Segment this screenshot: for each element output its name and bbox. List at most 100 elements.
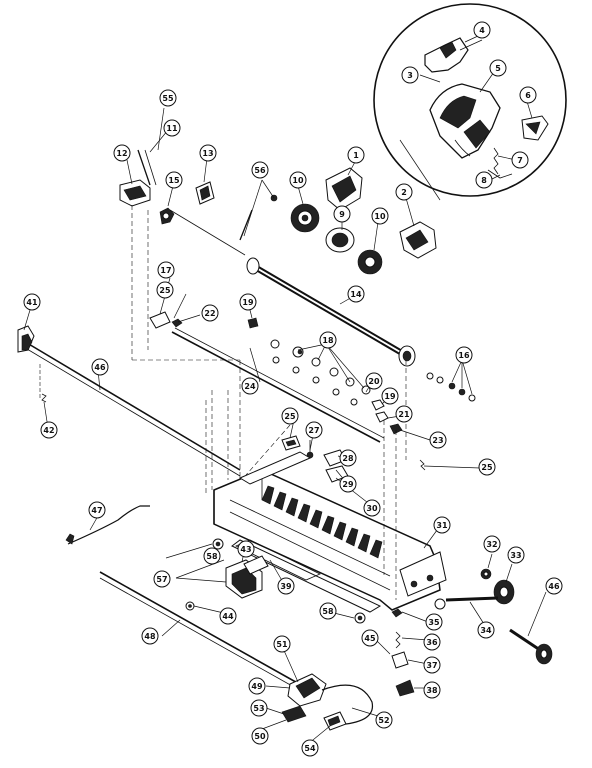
part-callout-52: 52 — [375, 711, 393, 729]
callout-circle — [163, 119, 181, 137]
callout-label: 10 — [374, 212, 386, 221]
callout-circle — [159, 89, 177, 107]
callout-circle — [219, 607, 237, 625]
part-callout-25: 25 — [478, 458, 496, 476]
callout-label: 13 — [202, 149, 213, 158]
callout-circle — [371, 207, 389, 225]
left-shafts — [17, 309, 241, 545]
part-callout-21: 21 — [395, 405, 413, 423]
main-frame — [213, 451, 447, 613]
part-callout-7: 7 — [511, 151, 529, 169]
callout-circle — [305, 421, 323, 439]
callout-circle — [455, 346, 473, 364]
callout-label: 46 — [94, 363, 106, 372]
callout-label: 11 — [166, 124, 178, 133]
callout-label: 56 — [254, 166, 266, 175]
part-callout-29: 29 — [339, 475, 357, 493]
callout-label: 19 — [384, 392, 396, 401]
part-callout-53: 53 — [250, 699, 268, 717]
callout-circle — [203, 547, 221, 565]
callout-circle — [347, 285, 365, 303]
middle-small-parts — [149, 277, 481, 600]
callout-circle — [319, 331, 337, 349]
callout-circle — [113, 144, 131, 162]
callout-circle — [250, 699, 268, 717]
callout-circle — [363, 499, 381, 517]
callout-circle — [473, 21, 491, 39]
callout-label: 2 — [401, 188, 407, 197]
callout-label: 44 — [222, 612, 234, 621]
callout-circle — [333, 205, 351, 223]
part-callout-13: 13 — [199, 144, 217, 162]
part-callout-25: 25 — [281, 407, 299, 425]
callout-label: 24 — [244, 382, 256, 391]
callout-circle — [251, 161, 269, 179]
part-callout-41: 41 — [23, 293, 41, 311]
part-callout-11: 11 — [163, 119, 181, 137]
part-callout-31: 31 — [433, 516, 451, 534]
callout-label: 38 — [426, 686, 438, 695]
part-callout-19: 19 — [381, 387, 399, 405]
callout-circle — [273, 635, 291, 653]
callout-circle — [381, 387, 399, 405]
callout-circle — [141, 627, 159, 645]
part-callout-36: 36 — [423, 633, 441, 651]
callout-circle — [425, 613, 443, 631]
callout-circle — [423, 656, 441, 674]
part-callout-5: 5 — [489, 59, 507, 77]
part-callout-16: 16 — [455, 346, 473, 364]
callout-circle — [239, 293, 257, 311]
callout-label: 45 — [364, 634, 376, 643]
callout-circle — [91, 358, 109, 376]
callout-label: 22 — [204, 309, 215, 318]
callout-circle — [201, 304, 219, 322]
callout-label: 16 — [458, 351, 470, 360]
callout-circle — [365, 372, 383, 390]
bottom-parts — [99, 390, 379, 745]
callout-label: 54 — [304, 744, 316, 753]
callout-label: 10 — [292, 176, 304, 185]
part-callout-24: 24 — [241, 377, 259, 395]
callout-label: 25 — [481, 463, 493, 472]
part-callout-1: 1 — [347, 146, 365, 164]
callout-circle — [237, 540, 255, 558]
callout-label: 19 — [242, 298, 254, 307]
part-callout-55: 55 — [159, 89, 177, 107]
callout-circle — [475, 171, 493, 189]
part-callout-19: 19 — [239, 293, 257, 311]
callout-circle — [423, 681, 441, 699]
detail-inset — [373, 3, 567, 201]
callout-circle — [251, 727, 269, 745]
callout-label: 14 — [350, 290, 362, 299]
part-callout-9: 9 — [333, 205, 351, 223]
callout-label: 48 — [144, 632, 156, 641]
part-callout-30: 30 — [363, 499, 381, 517]
part-callout-28: 28 — [339, 449, 357, 467]
part-callout-4: 4 — [473, 21, 491, 39]
callout-label: 17 — [160, 266, 171, 275]
callout-label: 29 — [342, 480, 354, 489]
callout-circle — [423, 633, 441, 651]
callout-circle — [347, 146, 365, 164]
part-callout-56: 56 — [251, 161, 269, 179]
callout-label: 3 — [407, 71, 413, 80]
callout-circle — [375, 711, 393, 729]
callout-circle — [507, 546, 525, 564]
callout-label: 53 — [253, 704, 264, 713]
part-callout-46: 46 — [91, 358, 109, 376]
part-callout-10: 10 — [371, 207, 389, 225]
callout-circle — [40, 421, 58, 439]
callout-label: 25 — [284, 412, 296, 421]
callout-label: 27 — [308, 426, 319, 435]
callout-label: 32 — [486, 540, 497, 549]
callout-label: 33 — [510, 551, 521, 560]
part-callout-18: 18 — [319, 331, 337, 349]
callout-label: 41 — [26, 298, 38, 307]
callout-label: 18 — [322, 336, 334, 345]
callout-label: 6 — [525, 91, 531, 100]
callout-circle — [519, 86, 537, 104]
callout-label: 9 — [339, 210, 345, 219]
lower-right-parts — [375, 608, 429, 697]
callout-circle — [248, 677, 266, 695]
